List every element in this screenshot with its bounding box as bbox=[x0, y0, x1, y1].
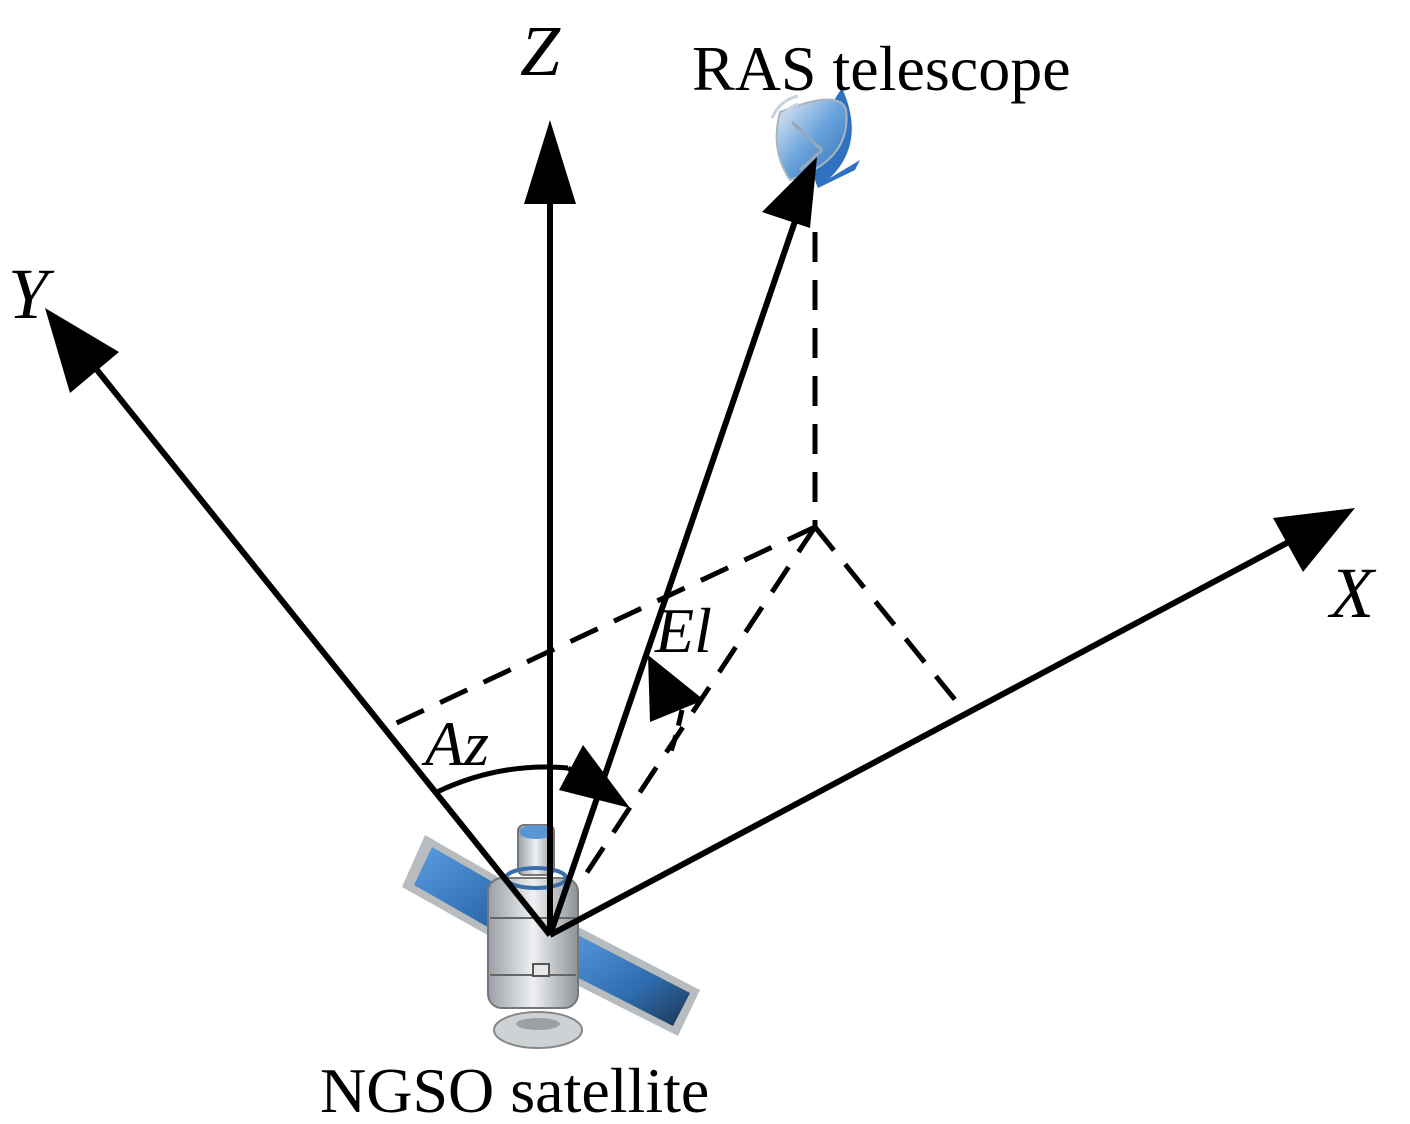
telescope-direction-arrowhead bbox=[762, 157, 817, 228]
satellite-icon bbox=[402, 824, 700, 1049]
projection-to-x-dashed bbox=[813, 525, 967, 714]
x-axis-line bbox=[548, 533, 1302, 938]
dashed-construction-lines bbox=[386, 232, 967, 882]
y-axis-arrowhead bbox=[45, 308, 119, 393]
azimuth-label: Az bbox=[421, 708, 489, 779]
satellite-label: NGSO satellite bbox=[320, 1055, 709, 1124]
z-axis-arrowhead bbox=[524, 120, 576, 204]
telescope-label: RAS telescope bbox=[692, 33, 1071, 104]
elevation-arc bbox=[648, 655, 704, 761]
azimuth-arc bbox=[435, 745, 630, 808]
arrowheads bbox=[45, 120, 1355, 572]
z-axis-label: Z bbox=[520, 11, 561, 91]
y-axis-line bbox=[82, 353, 553, 937]
ground-projection-dashed bbox=[579, 525, 818, 882]
y-axis-label: Y bbox=[8, 254, 55, 334]
x-axis-label: X bbox=[1327, 553, 1377, 633]
azimuth-arrowhead bbox=[559, 745, 630, 808]
x-axis-arrowhead bbox=[1273, 508, 1355, 572]
axis-lines bbox=[82, 180, 1302, 938]
projection-to-y-dashed bbox=[386, 524, 817, 730]
telescope-direction-line bbox=[547, 197, 806, 936]
elevation-arrowhead bbox=[648, 655, 704, 722]
radio-telescope-dish-icon bbox=[770, 88, 860, 188]
elevation-label: El bbox=[654, 595, 712, 666]
